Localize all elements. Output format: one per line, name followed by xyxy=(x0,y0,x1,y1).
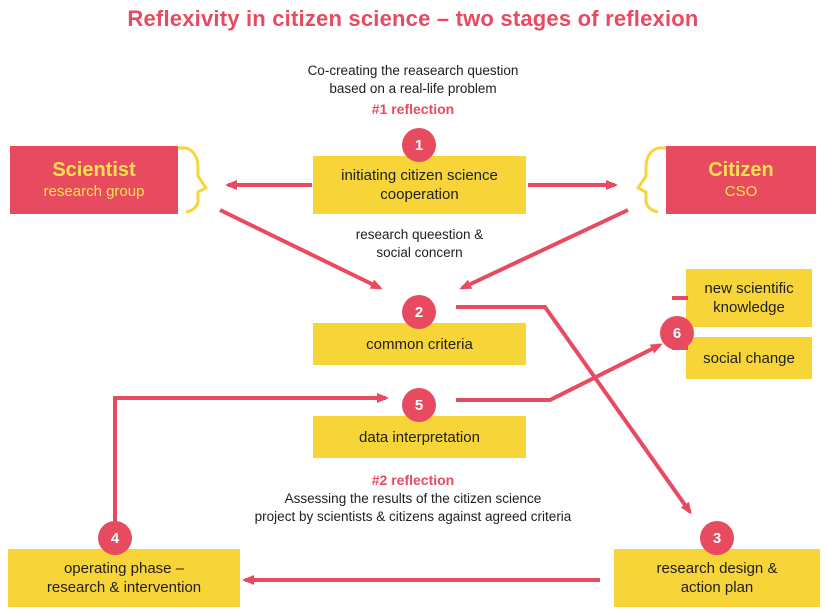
citizen-title: Citizen xyxy=(708,159,774,181)
reflection-1-label: #1 reflection xyxy=(371,101,455,117)
scientist-title: Scientist xyxy=(52,159,136,181)
step-3-label-line2: action plan xyxy=(680,579,754,596)
step-4-box: operating phase – research & interventio… xyxy=(8,549,240,607)
step-1-label-line1: initiating citizen science xyxy=(341,167,498,184)
outcome-2-label: social change xyxy=(703,349,795,367)
arrow-citizen-to-step2 xyxy=(459,208,629,290)
step-3-box: research design & action plan xyxy=(614,549,820,607)
step-5-badge: 5 xyxy=(402,388,436,422)
mid-caption-line2: social concern xyxy=(376,245,463,260)
head-profile-icon xyxy=(636,146,668,214)
step-4-label-line1: operating phase – xyxy=(63,560,185,577)
reflection-2-label: #2 reflection xyxy=(371,472,455,488)
top-caption-line1: Co-creating the reasearch question xyxy=(307,63,519,78)
mid-caption-line1: research queestion & xyxy=(355,227,484,242)
step-4-badge: 4 xyxy=(98,521,132,555)
bottom-caption-line1: Assessing the results of the citizen sci… xyxy=(284,491,542,506)
top-caption-line2: based on a real-life problem xyxy=(329,81,497,96)
bottom-caption: Assessing the results of the citizen sci… xyxy=(173,490,653,526)
step-2-badge: 2 xyxy=(402,295,436,329)
arrow-step4-to-step5 xyxy=(113,393,389,530)
scientist-subtitle: research group xyxy=(43,183,145,200)
step-1-badge: 1 xyxy=(402,128,436,162)
head-profile-icon xyxy=(176,146,208,214)
step-1-label-line2: cooperation xyxy=(380,186,459,203)
arrow-scientist-to-step2 xyxy=(219,208,383,290)
step-6-bracket-top xyxy=(672,296,688,300)
citizen-subtitle: CSO xyxy=(724,183,758,200)
arrow-step5-to-step6 xyxy=(456,343,663,402)
step-6-badge: 6 xyxy=(660,316,694,350)
step-2-box: common criteria xyxy=(313,323,526,365)
outcome-1-line1: new scientific xyxy=(704,280,794,297)
step-5-box: data interpretation xyxy=(313,416,526,458)
outcome-social-change-box: social change xyxy=(686,337,812,379)
step-3-label-line1: research design & xyxy=(656,560,778,577)
step-5-label: data interpretation xyxy=(359,428,480,446)
citizen-box: Citizen CSO xyxy=(666,146,816,214)
top-caption: Co-creating the reasearch question based… xyxy=(263,62,563,98)
mid-caption: research queestion & social concern xyxy=(313,226,526,262)
outcome-scientific-knowledge-box: new scientific knowledge xyxy=(686,269,812,327)
diagram-title: Reflexivity in citizen science – two sta… xyxy=(127,6,699,31)
step-4-label-line2: research & intervention xyxy=(46,579,202,596)
bottom-caption-line2: project by scientists & citizens against… xyxy=(254,509,572,524)
scientist-box: Scientist research group xyxy=(10,146,178,214)
outcome-1-line2: knowledge xyxy=(713,299,785,316)
step-3-badge: 3 xyxy=(700,521,734,555)
step-2-label: common criteria xyxy=(366,335,473,353)
arrow-step2-to-step3 xyxy=(456,305,692,515)
step-1-box: initiating citizen science cooperation xyxy=(313,156,526,214)
